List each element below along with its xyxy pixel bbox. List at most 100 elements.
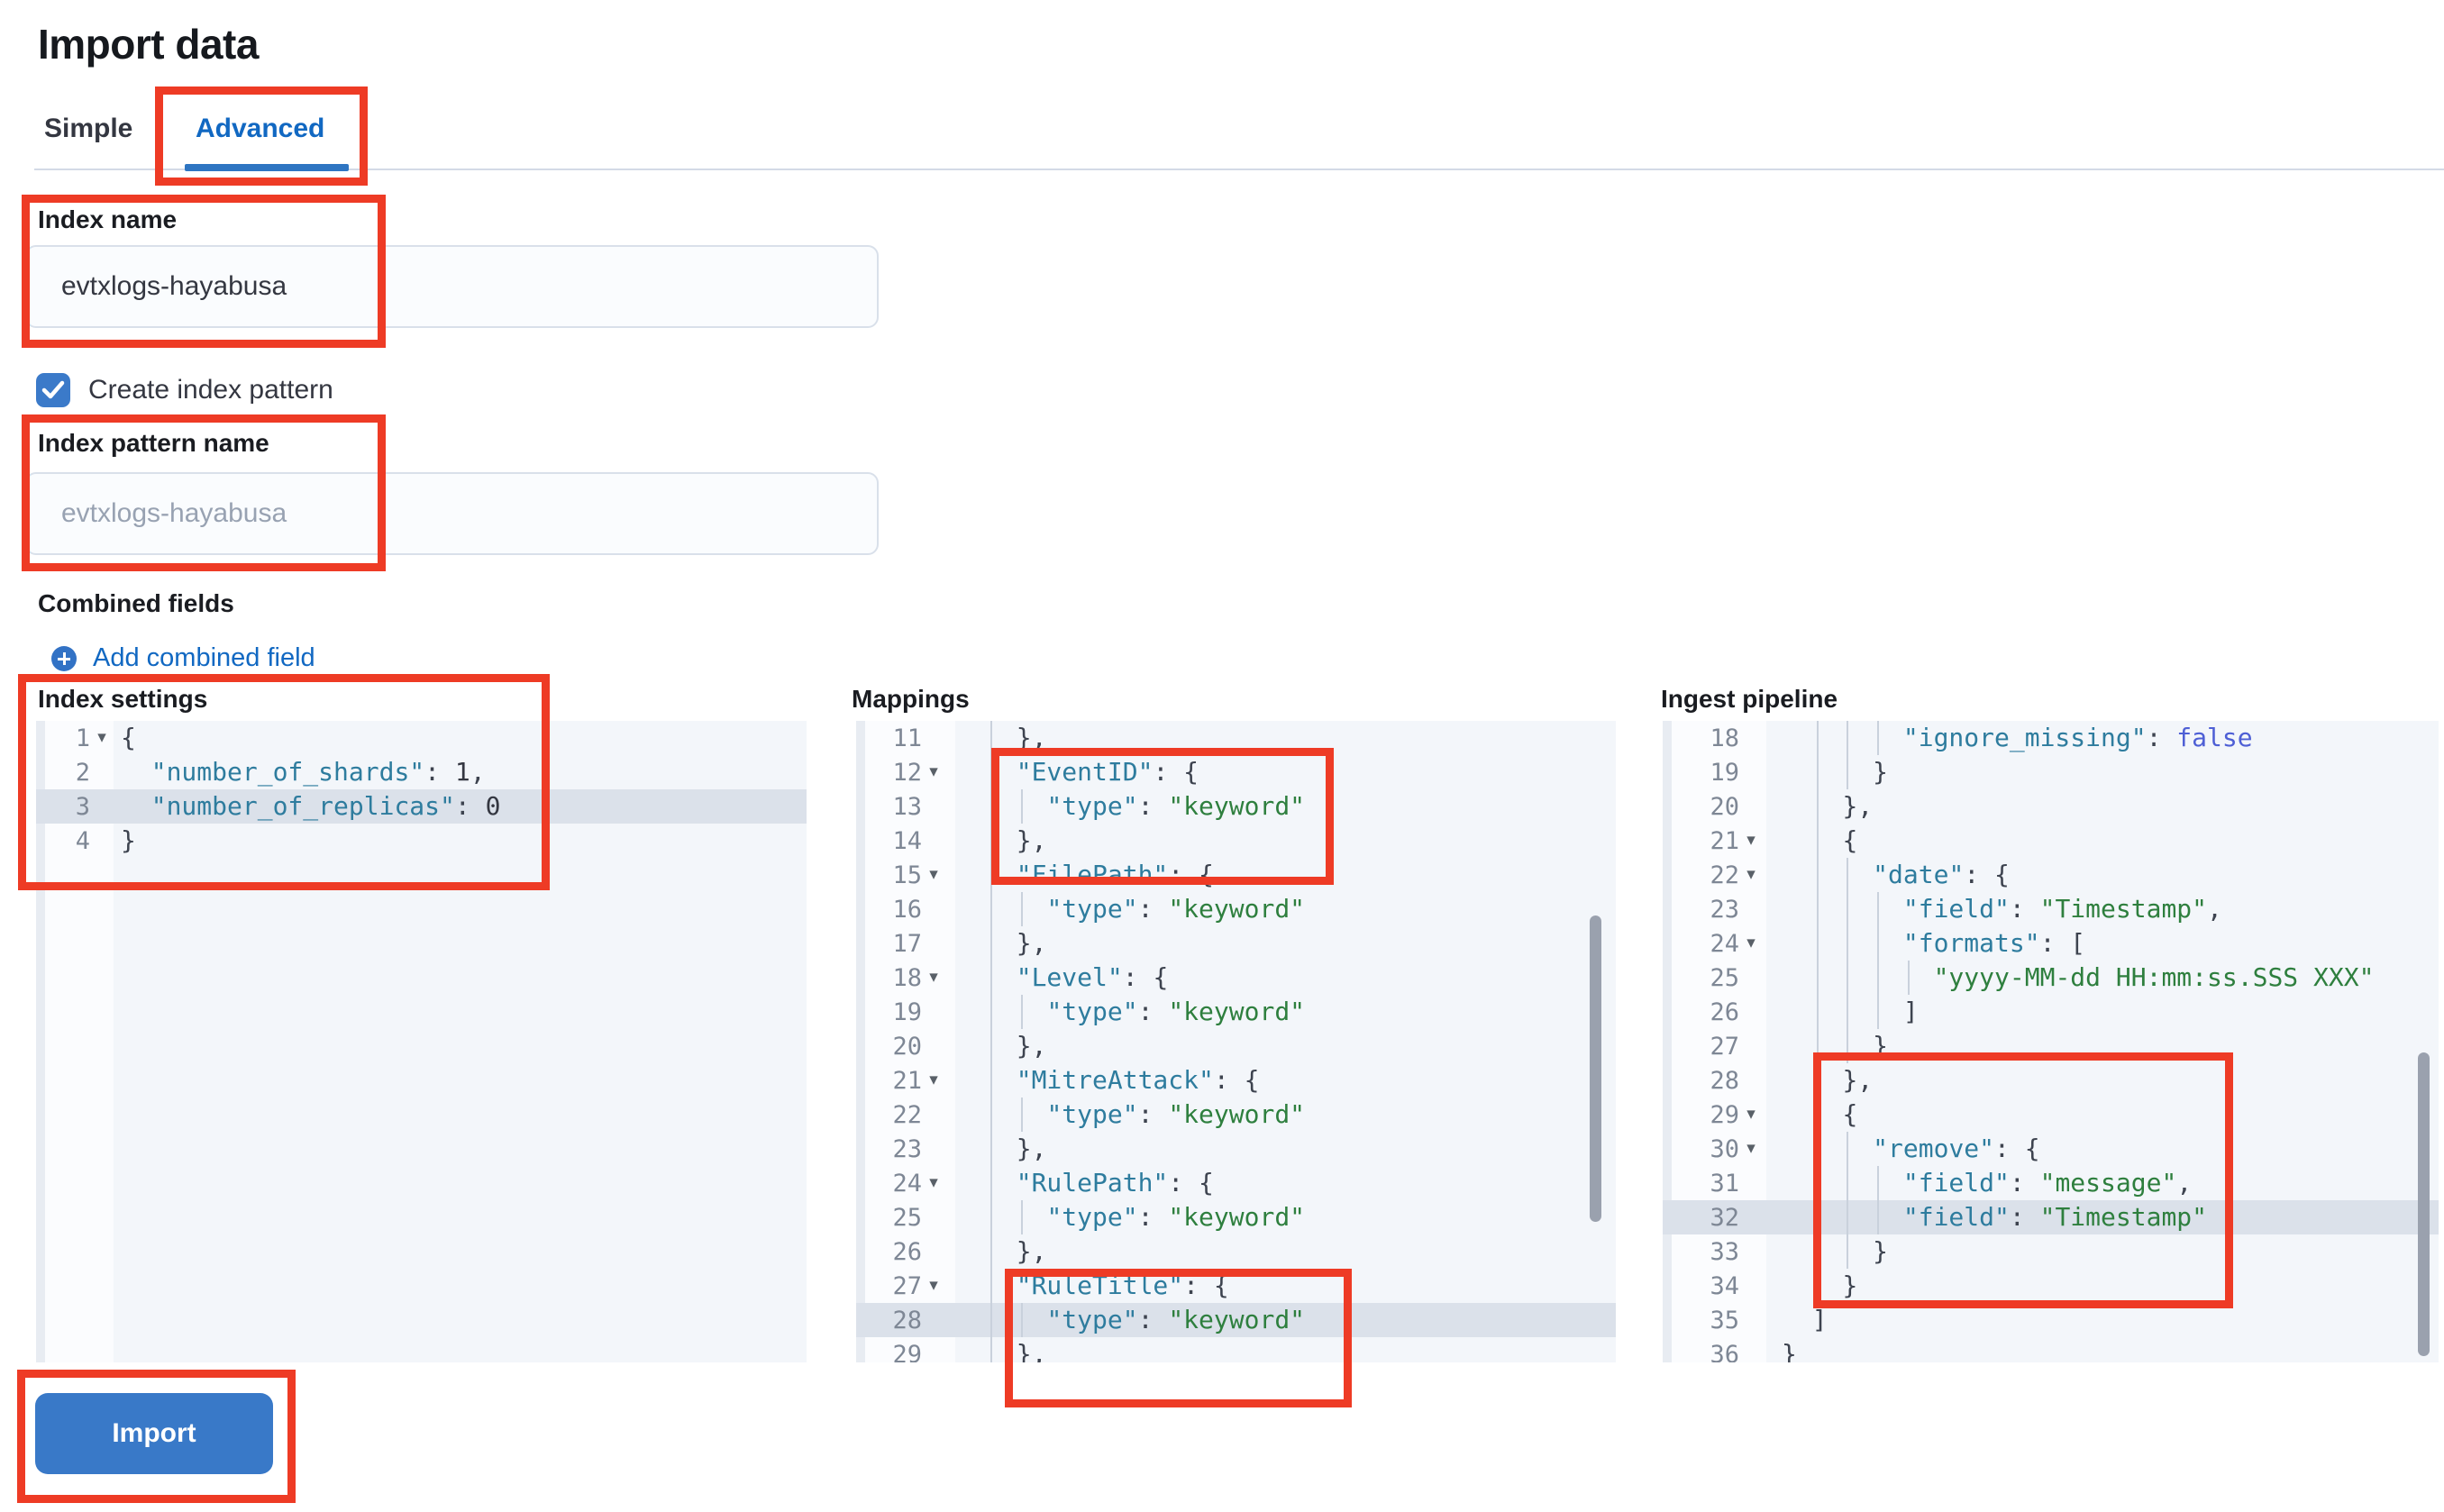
import-button[interactable]: Import [35, 1393, 273, 1474]
line-number: 22 [892, 1100, 922, 1129]
line-number: 17 [892, 929, 922, 958]
fold-arrow-icon[interactable]: ▾ [97, 728, 106, 747]
code-line[interactable]: 18▾ "Level": { [856, 961, 1616, 995]
mappings-editor[interactable]: 11 },12▾ "EventID": {13 "type": "keyword… [856, 721, 1616, 1362]
line-number: 24 [892, 1169, 922, 1198]
code-line[interactable]: 18 "ignore_missing": false [1663, 721, 2439, 755]
code-line[interactable]: 2 "number_of_shards": 1, [36, 755, 807, 789]
code-line[interactable]: 16 "type": "keyword" [856, 892, 1616, 926]
indent-guide [990, 995, 992, 1029]
code-line[interactable]: 36} [1663, 1337, 2439, 1362]
code-line[interactable]: 19 } [1663, 755, 2439, 789]
create-index-pattern-checkbox[interactable] [36, 373, 70, 407]
code-text: } [121, 825, 136, 855]
mappings-scrollbar-thumb[interactable] [1590, 915, 1601, 1222]
code-line[interactable]: 20 }, [856, 1029, 1616, 1063]
tab-simple[interactable]: Simple [44, 114, 133, 143]
indent-guide [1877, 961, 1880, 995]
code-line[interactable]: 15▾ "FilePath": { [856, 858, 1616, 892]
code-line[interactable]: 28 "type": "keyword" [856, 1303, 1616, 1337]
fold-arrow-icon[interactable]: ▾ [1746, 934, 1755, 952]
code-line[interactable]: 20 }, [1663, 789, 2439, 824]
tab-advanced[interactable]: Advanced [196, 114, 325, 143]
indent-guide [990, 824, 992, 858]
code-text: "yyyy-MM-dd HH:mm:ss.SSS XXX" [1763, 961, 2439, 995]
index-name-input[interactable]: evtxlogs-hayabusa [25, 245, 879, 328]
index-settings-editor[interactable]: 1▾{2 "number_of_shards": 1,3 "number_of_… [36, 721, 807, 1362]
line-number: 4 [75, 826, 90, 855]
code-line[interactable]: 35 ] [1663, 1303, 2439, 1337]
code-line[interactable]: 22 "type": "keyword" [856, 1098, 1616, 1132]
indent-guide [1816, 1029, 1819, 1063]
fold-arrow-icon[interactable]: ▾ [929, 1276, 938, 1295]
ingest-pipeline-scrollbar-thumb[interactable] [2418, 1052, 2430, 1356]
code-line[interactable]: 26 ] [1663, 995, 2439, 1029]
code-line[interactable]: 29 }, [856, 1337, 1616, 1362]
code-text: "type": "keyword" [945, 892, 1616, 926]
code-line[interactable]: 24▾ "RulePath": { [856, 1166, 1616, 1200]
code-line[interactable]: 32 "field": "Timestamp" [1663, 1200, 2439, 1234]
code-text: "Level": { [945, 961, 1616, 995]
indent-guide [1816, 1234, 1819, 1269]
code-line[interactable]: 29▾ { [1663, 1098, 2439, 1132]
code-line[interactable]: 14 }, [856, 824, 1616, 858]
code-line[interactable]: 28 }, [1663, 1063, 2439, 1098]
code-line[interactable]: 23 }, [856, 1132, 1616, 1166]
code-line[interactable]: 13 "type": "keyword" [856, 789, 1616, 824]
indent-guide [1847, 961, 1849, 995]
code-line[interactable]: 4} [36, 824, 807, 858]
code-line[interactable]: 24▾ "formats": [ [1663, 926, 2439, 961]
fold-arrow-icon[interactable]: ▾ [1746, 865, 1755, 884]
indent-guide [1847, 892, 1849, 926]
code-text: } [1763, 1234, 2439, 1269]
add-combined-field-button[interactable]: Add combined field [51, 643, 315, 673]
fold-arrow-icon[interactable]: ▾ [1746, 831, 1755, 850]
code-line[interactable]: 19 "type": "keyword" [856, 995, 1616, 1029]
code-line[interactable]: 26 }, [856, 1234, 1616, 1269]
code-line[interactable]: 34 } [1663, 1269, 2439, 1303]
indent-guide [990, 926, 992, 961]
fold-arrow-icon[interactable]: ▾ [929, 968, 938, 987]
code-line[interactable]: 3 "number_of_replicas": 0 [36, 789, 807, 824]
line-number: 25 [1710, 963, 1739, 992]
indent-guide [1847, 858, 1849, 892]
code-line[interactable]: 11 }, [856, 721, 1616, 755]
code-line[interactable]: 30▾ "remove": { [1663, 1132, 2439, 1166]
code-line[interactable]: 1▾{ [36, 721, 807, 755]
indent-guide [1847, 995, 1849, 1029]
code-line[interactable]: 31 "field": "message", [1663, 1166, 2439, 1200]
indent-guide [1020, 995, 1023, 1029]
create-index-pattern-label: Create index pattern [88, 375, 333, 405]
line-number: 28 [1710, 1066, 1739, 1095]
code-line[interactable]: 21▾ "MitreAttack": { [856, 1063, 1616, 1098]
code-line[interactable]: 25 "type": "keyword" [856, 1200, 1616, 1234]
line-number: 26 [892, 1237, 922, 1266]
fold-arrow-icon[interactable]: ▾ [929, 865, 938, 884]
code-line[interactable]: 27 } [1663, 1029, 2439, 1063]
fold-arrow-icon[interactable]: ▾ [929, 1070, 938, 1089]
line-number: 20 [1710, 792, 1739, 821]
editor-gutter [1663, 721, 1766, 1362]
line-number: 21 [1710, 826, 1739, 855]
code-line[interactable]: 17 }, [856, 926, 1616, 961]
code-line[interactable]: 25 "yyyy-MM-dd HH:mm:ss.SSS XXX" [1663, 961, 2439, 995]
indent-guide [990, 1029, 992, 1063]
editor-gutter [856, 721, 955, 1362]
code-text: "type": "keyword" [945, 1303, 1616, 1337]
indent-guide [1877, 995, 1880, 1029]
fold-arrow-icon[interactable]: ▾ [929, 1173, 938, 1192]
line-number: 20 [892, 1032, 922, 1061]
index-pattern-name-input[interactable]: evtxlogs-hayabusa [25, 472, 879, 555]
code-line[interactable]: 27▾ "RuleTitle": { [856, 1269, 1616, 1303]
code-text: }, [945, 1337, 1616, 1362]
code-line[interactable]: 21▾ { [1663, 824, 2439, 858]
indent-guide [1020, 1303, 1023, 1337]
fold-arrow-icon[interactable]: ▾ [1746, 1139, 1755, 1158]
code-line[interactable]: 22▾ "date": { [1663, 858, 2439, 892]
code-line[interactable]: 12▾ "EventID": { [856, 755, 1616, 789]
code-line[interactable]: 33 } [1663, 1234, 2439, 1269]
fold-arrow-icon[interactable]: ▾ [1746, 1105, 1755, 1124]
code-line[interactable]: 23 "field": "Timestamp", [1663, 892, 2439, 926]
fold-arrow-icon[interactable]: ▾ [929, 762, 938, 781]
